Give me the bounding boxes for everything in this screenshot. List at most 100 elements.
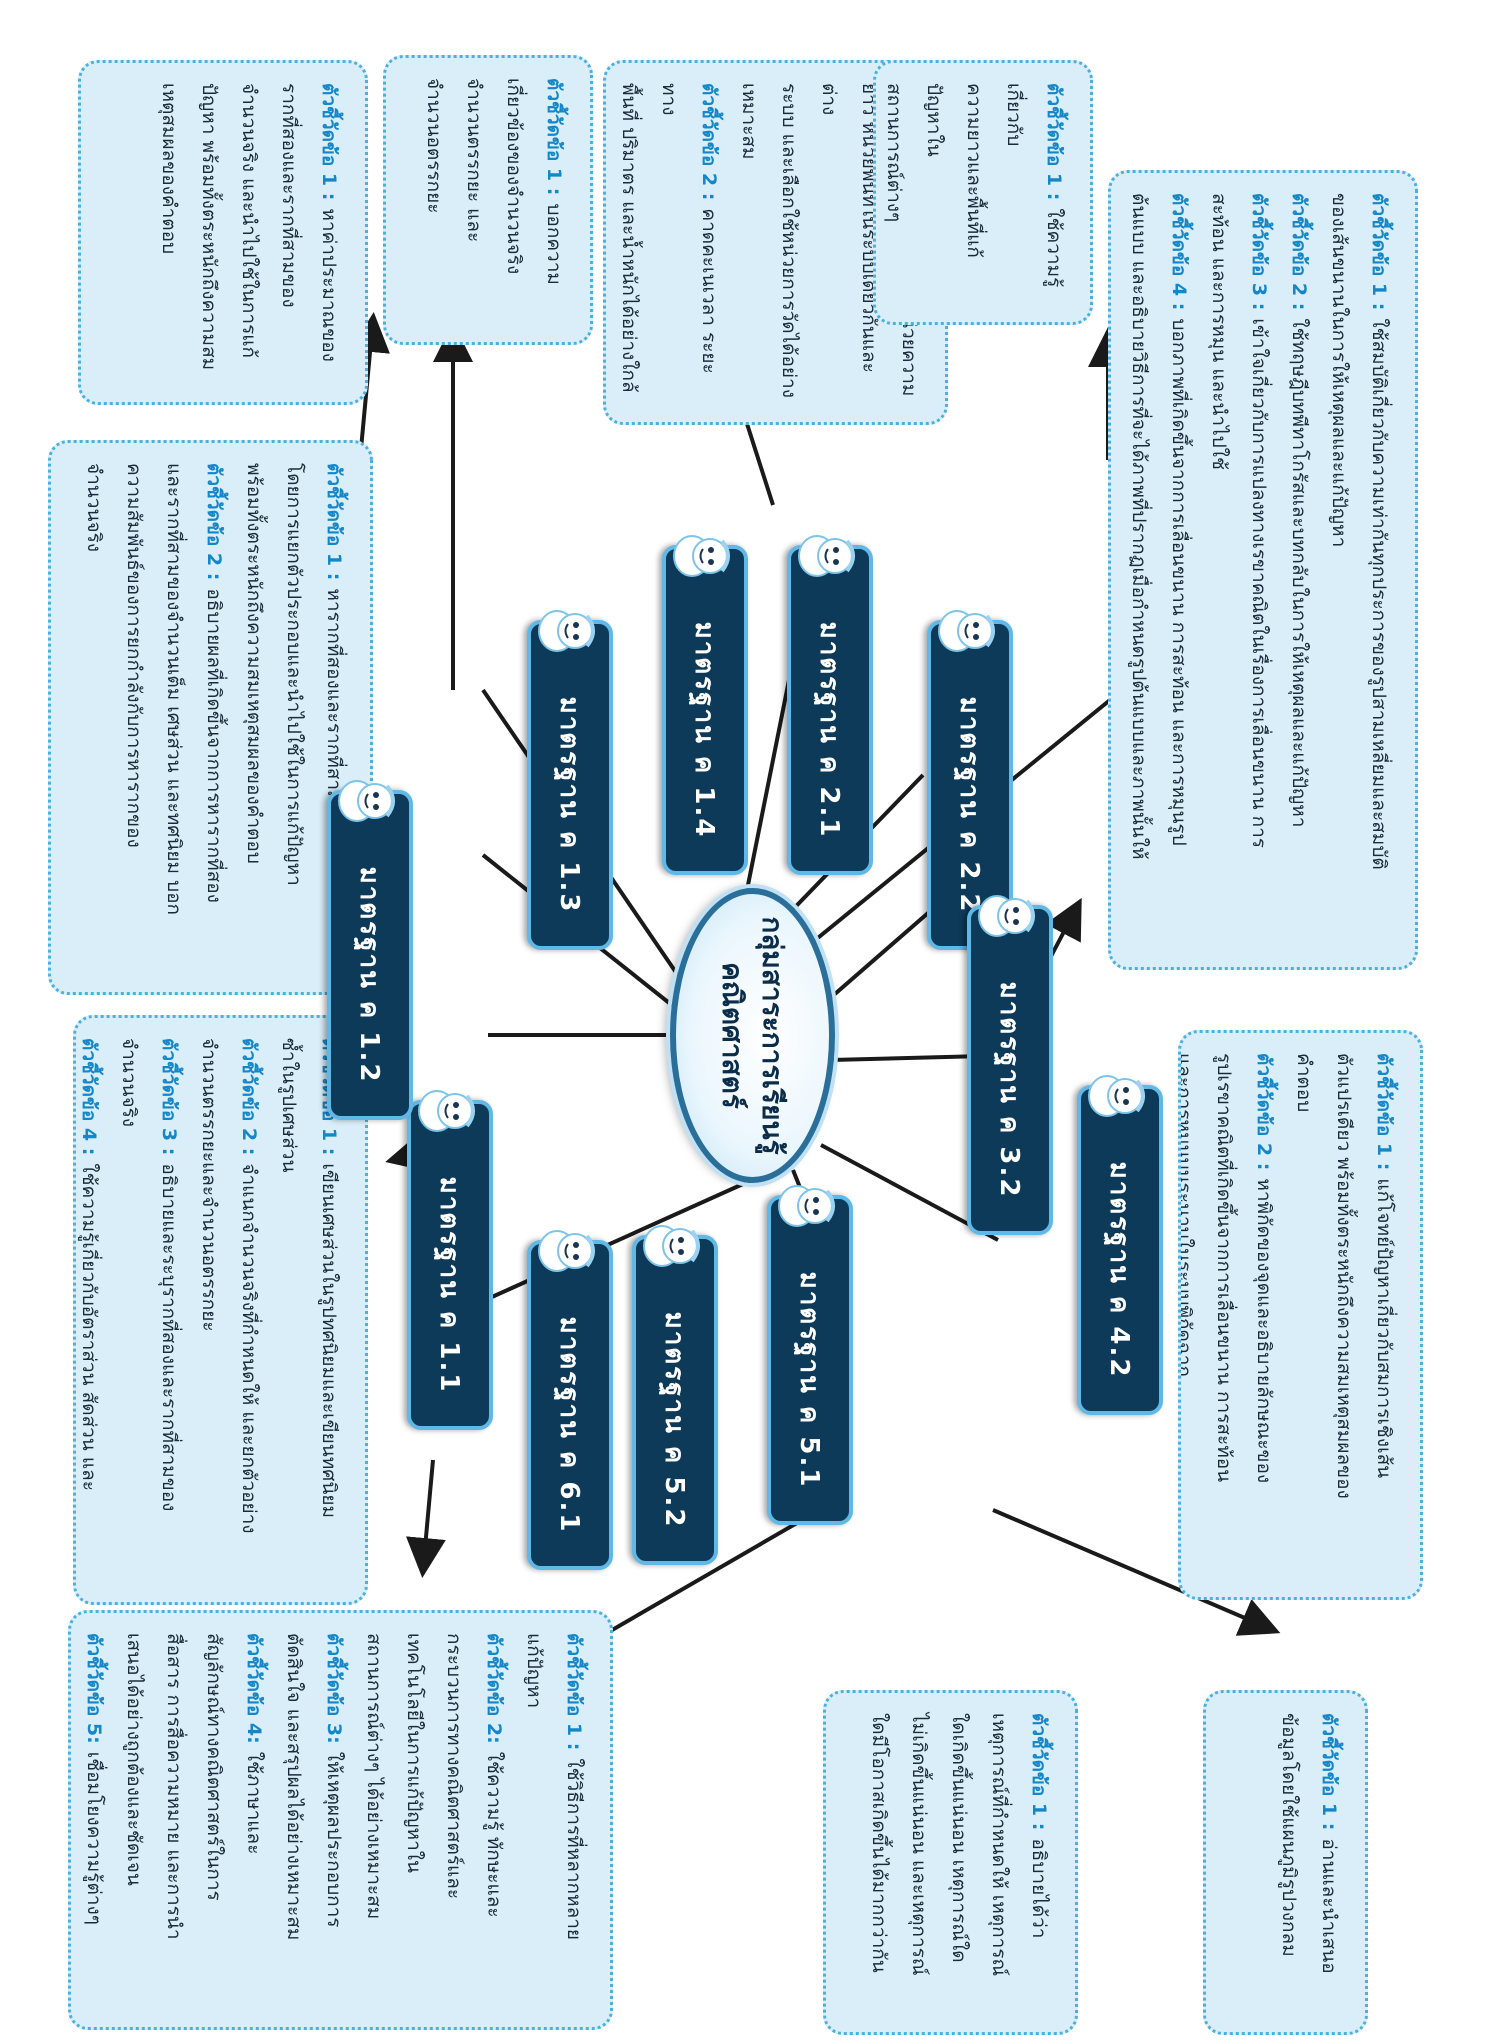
indicator-text: จำนวนจริง และนำไปใช้ในการแก้ <box>238 83 260 359</box>
indicator-label: ตัวชี้วัดข้อ 5: <box>83 1633 105 1744</box>
indicator-text: อ่านและนำเสนอ <box>1318 1838 1340 1974</box>
standard-1-4[interactable]: มาตรฐาน ค 1.4 <box>662 535 748 875</box>
indicator-line: ต้นแบบ และอธิบายวิธีการที่จะได้ภาพที่ปรา… <box>1119 193 1159 947</box>
standard-5-2[interactable]: มาตรฐาน ค 5.2 <box>632 1225 718 1565</box>
indicator-text: สถานการณ์ต่างๆ ได้อย่างเหมาะสม <box>363 1633 385 1920</box>
indicator-text: ใช้สมบัติเกี่ยวกับความเท่ากันทุกประการขอ… <box>1368 318 1390 870</box>
central-topic-line-1: กลุ่มสาระการเรียนรู้ <box>756 916 790 1155</box>
indicator-label: ตัวชี้วัดข้อ 1 : <box>323 463 345 581</box>
indicator-line: และการหมุนบนระนาบในระบบพิกัดฉาก <box>1178 1053 1204 1577</box>
hub-link-3-2 <box>826 898 945 1002</box>
indicator-text: ความสัมพันธ์ของการยกกำลังกับการหารากของ <box>123 463 145 848</box>
indicator-text: โดยการแยกตัวประกอบและนำไปใช้ในการแก้ปัญห… <box>283 463 305 886</box>
indicator-label: ตัวชี้วัดข้อ 1 : <box>1028 1713 1050 1831</box>
indicator-label: ตัวชี้วัดข้อ 2: <box>483 1633 505 1744</box>
central-topic: กลุ่มสาระการเรียนรู้ คณิตศาสตร์ <box>670 888 835 1183</box>
indicator-box-5-2: ตัวชี้วัดข้อ 1 :อธิบายได้ว่าเหตุการณ์ที่… <box>823 1690 1078 2035</box>
indicator-box-1-3: ตัวชี้วัดข้อ 1 :หาค่าประมาณของรากที่สองแ… <box>78 60 368 405</box>
indicator-label: ตัวชี้วัดข้อ 1 : <box>1368 193 1390 311</box>
indicator-line: กระบวนการทางคณิตศาสตร์และ <box>434 1633 474 2007</box>
indicator-text: บอกภาพที่เกิดขึ้นจากการเลื่อนขนาน การสะท… <box>1168 318 1190 846</box>
indicator-line: ตัวชี้วัดข้อ 3:ให้เหตุผลประกอบการ <box>314 1633 354 2007</box>
standard-3-2[interactable]: มาตรฐาน ค 3.2 <box>967 895 1053 1235</box>
indicator-line: ของเส้นขนานในการให้เหตุผลและแก้ปัญหา <box>1319 193 1359 947</box>
indicator-text: ใช้วิธีการที่หลากหลาย <box>563 1758 585 1941</box>
indicator-line: สถานการณ์ต่างๆ ได้อย่างเหมาะสม <box>354 1633 394 2007</box>
indicator-text: ต้นแบบ และอธิบายวิธีการที่จะได้ภาพที่ปรา… <box>1128 193 1150 860</box>
arrow-5-1 <box>992 1508 1281 1636</box>
standard-2-1[interactable]: มาตรฐาน ค 2.1 <box>787 535 873 875</box>
indicator-box-5-1: ตัวชี้วัดข้อ 1 : อ่านและนำเสนอ ข้อมูลโดยใช… <box>1203 1690 1368 2035</box>
indicator-label: ตัวชี้วัดข้อ 3 : <box>158 1038 180 1156</box>
indicator-text: ซ้ำในรูปเศษส่วน <box>278 1038 300 1173</box>
indicator-text: ข้อมูลโดยใช้แผนภูมิรูปวงกลม <box>1278 1713 1300 1957</box>
indicator-line: ตัวชี้วัดข้อ 2: ใช้ความรู้ ทักษะและ <box>474 1633 514 2007</box>
indicator-line: ตัวแปรเดียว พร้อมทั้งตระหนักถึงความสมเหต… <box>1324 1053 1364 1577</box>
indicator-line: เหตุสมผลของคำตอบ <box>149 83 189 382</box>
indicator-text: ของเส้นขนานในการให้เหตุผลและแก้ปัญหา <box>1328 193 1350 548</box>
indicator-label: ตัวชี้วัดข้อ 1 : <box>1318 1713 1340 1831</box>
indicator-line: ปัญหา พร้อมทั้งตระหนักถึงความสม <box>189 83 229 382</box>
indicator-line: รากที่สองและรากที่สามของ <box>269 83 309 382</box>
indicator-text: บอกความ <box>543 203 565 285</box>
indicator-line: ในคณิตศาสตร์ และนำความรู้ หลัก <box>68 1633 74 2007</box>
indicator-line: เกี่ยวข้องของจำนวนจริง <box>494 78 534 322</box>
standard-label: มาตรฐาน ค 6.1 <box>554 1316 585 1534</box>
indicator-box-1-1: ตัวชี้วัดข้อ 1 :เขียนเศษส่วนในรูปทศนิยมแ… <box>73 1015 368 1605</box>
indicator-line: พื้นที่ ปริมาตร และน้ำหนักได้อย่างใกล้เค… <box>603 83 649 402</box>
standard-label: มาตรฐาน ค 1.1 <box>434 1176 465 1394</box>
indicator-line: ตัวชี้วัดข้อ 2 : หาพิกัดของจุดและอธิบายลั… <box>1244 1053 1284 1577</box>
indicator-line: ตัวชี้วัดข้อ 1 : ใช้สมบัติเกี่ยวกับความเท… <box>1359 193 1399 947</box>
indicator-text: สะท้อน และการหมุน และนำไปใช้ <box>1208 193 1230 470</box>
indicator-text: ปัญหา พร้อมทั้งตระหนักถึงความสม <box>198 83 220 371</box>
indicator-text: ยาว หน่วยพื้นที่ในระบบเดียวกันและต่าง <box>818 83 880 373</box>
indicator-text: ใดเกิดขึ้นแน่นอน เหตุการณ์ใด <box>948 1713 970 1963</box>
standard-6-1[interactable]: มาตรฐาน ค 6.1 <box>527 1230 613 1570</box>
standard-5-1[interactable]: มาตรฐาน ค 5.1 <box>767 1185 853 1525</box>
indicator-label: ตัวชี้วัดข้อ 2 : <box>1253 1053 1275 1171</box>
standard-1-3[interactable]: มาตรฐาน ค 1.3 <box>527 610 613 950</box>
indicator-text: จำนวนจริง <box>83 463 105 553</box>
mascot-icon <box>935 602 997 660</box>
indicator-label: ตัวชี้วัดข้อ 4 : <box>1168 193 1190 311</box>
indicator-line: ตัวชี้วัดข้อ 1 :ใช้ความรู้เกี่ยวกับ <box>994 83 1074 302</box>
indicator-text: ไม่เกิดขึ้นแน่นอน และเหตุการณ์ <box>908 1713 930 1976</box>
indicator-text: เชื่อมโยงความรู้ต่างๆ <box>83 1751 105 1925</box>
standard-4-2[interactable]: มาตรฐาน ค 4.2 <box>1077 1075 1163 1415</box>
indicator-line: รูปเรขาคณิตที่เกิดขึ้นจากการเลื่อนขนาน ก… <box>1204 1053 1244 1577</box>
indicator-line: ตัวชี้วัดข้อ 4 : บอกภาพที่เกิดขึ้นจากการเ… <box>1159 193 1199 947</box>
indicator-text: สัญลักษณ์ทางคณิตศาสตร์ในการ <box>203 1633 225 1901</box>
indicator-text: อธิบายผลที่เกิดขึ้นจากการหารากที่สอง <box>203 588 225 903</box>
indicator-box-2-2: ตัวชี้วัดข้อ 1 :ใช้ความรู้เกี่ยวกับความย… <box>873 60 1093 325</box>
indicator-line: สัญลักษณ์ทางคณิตศาสตร์ในการ <box>194 1633 234 2007</box>
indicator-line: ตัวชี้วัดข้อ 5: เชื่อมโยงความรู้ต่างๆ <box>74 1633 114 2007</box>
mascot-icon <box>975 887 1037 945</box>
indicator-text: ตัวแปรเดียว พร้อมทั้งตระหนักถึงความสมเหต… <box>1333 1053 1355 1499</box>
indicator-text: คำตอบ <box>1293 1053 1315 1113</box>
indicator-line: จำนวนอตรรกยะ <box>414 78 454 322</box>
indicator-line: ความสัมพันธ์ของการยกกำลังกับการหารากของ <box>114 463 154 972</box>
indicator-text: ใช้ภาษาและ <box>243 1751 265 1855</box>
indicator-text: จำนวนตรรกยะ และ <box>463 78 485 243</box>
indicator-text: ใช้ความรู้ ทักษะและ <box>483 1751 505 1918</box>
standard-2-2[interactable]: มาตรฐาน ค 2.2 <box>927 610 1013 950</box>
indicator-line: จำนวนตรรกยะ และ <box>454 78 494 322</box>
indicator-box-1-4: ตัวชี้วัดข้อ 1 :บอกความเกี่ยวข้องของจำนว… <box>383 55 593 345</box>
indicator-text: ให้เหตุผลประกอบการ <box>323 1751 345 1928</box>
indicator-line: ตัวชี้วัดข้อ 1 :บอกความ <box>534 78 574 322</box>
indicator-text: สถานการณ์ต่างๆ <box>883 83 905 223</box>
mascot-icon <box>795 527 857 585</box>
indicator-text: หาพิกัดของจุดและอธิบายลักษณะของ <box>1253 1178 1275 1484</box>
standard-label: มาตรฐาน ค 4.2 <box>1104 1161 1135 1379</box>
standard-label: มาตรฐาน ค 1.4 <box>689 621 720 839</box>
standard-1-1[interactable]: มาตรฐาน ค 1.1 <box>407 1090 493 1430</box>
indicator-line: ตัวชี้วัดข้อ 1 :หาค่าประมาณของ <box>309 83 349 382</box>
indicator-line: ตัดสินใจ และสรุปผลได้อย่างเหมาะสม <box>274 1633 314 2007</box>
indicator-label: ตัวชี้วัดข้อ 2 : <box>698 83 720 201</box>
standard-1-2[interactable]: มาตรฐาน ค 1.2 <box>327 780 413 1120</box>
indicator-label: ตัวชี้วัดข้อ 1 : <box>318 83 340 201</box>
indicator-line: สถานการณ์ต่างๆ <box>874 83 914 302</box>
indicator-label: ตัวชี้วัดข้อ 2 : <box>203 463 225 581</box>
indicator-text: รูปเรขาคณิตที่เกิดขึ้นจากการเลื่อนขนาน ก… <box>1213 1053 1235 1483</box>
central-topic-line-2: คณิตศาสตร์ <box>716 962 750 1109</box>
